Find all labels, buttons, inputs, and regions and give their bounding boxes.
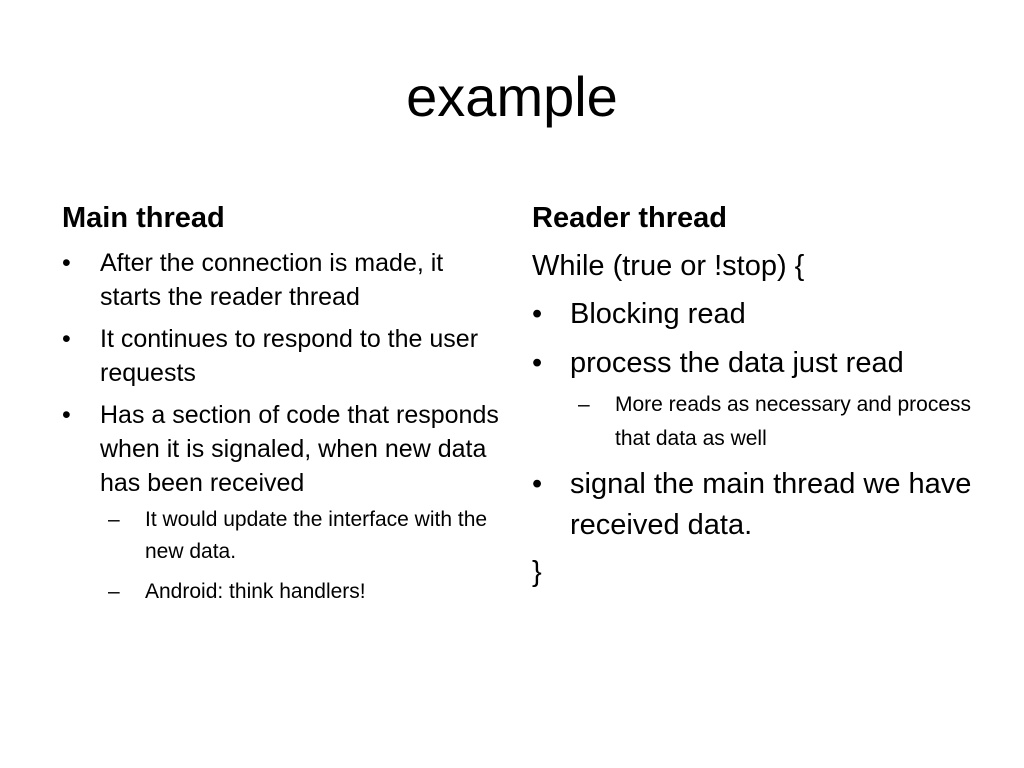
reader-thread-bullet-list: • Blocking read • process the data just … — [532, 294, 972, 546]
reader-thread-heading: Reader thread — [532, 202, 728, 234]
bullet-icon: • — [62, 401, 71, 429]
sub-list-item: – Android: think handlers! — [108, 576, 502, 608]
sub-bullet-list: – More reads as necessary and process th… — [570, 388, 972, 456]
bullet-icon: • — [62, 249, 71, 277]
dash-icon: – — [578, 393, 590, 416]
dash-icon: – — [108, 580, 120, 603]
list-item-text: It continues to respond to the user requ… — [100, 325, 479, 387]
list-item: • signal the main thread we have receive… — [532, 464, 972, 546]
bullet-icon: • — [532, 468, 543, 500]
dash-icon: – — [108, 508, 120, 531]
list-item: • Blocking read — [532, 294, 972, 335]
list-item: • process the data just read – More read… — [532, 343, 972, 456]
list-item-text: Blocking read — [570, 298, 746, 330]
list-item-text: After the connection is made, it starts … — [100, 249, 444, 311]
sub-list-item-text: It would update the interface with the n… — [145, 508, 488, 563]
sub-bullet-list: – It would update the interface with the… — [100, 504, 502, 608]
list-item-text: signal the main thread we have received … — [570, 468, 972, 541]
sub-list-item-text: Android: think handlers! — [145, 580, 366, 603]
list-item-text: Has a section of code that responds when… — [100, 401, 499, 497]
main-thread-bullet-list: • After the connection is made, it start… — [62, 246, 502, 608]
sub-list-item-text: More reads as necessary and process that… — [615, 393, 972, 450]
list-item-text: process the data just read — [570, 347, 904, 379]
main-thread-column: Main thread • After the connection is ma… — [62, 200, 502, 616]
bullet-icon: • — [532, 347, 543, 379]
main-thread-heading: Main thread — [62, 202, 225, 234]
list-item: • Has a section of code that responds wh… — [62, 398, 502, 608]
bullet-icon: • — [62, 325, 71, 353]
bullet-icon: • — [532, 298, 543, 330]
list-item: • After the connection is made, it start… — [62, 246, 502, 314]
sub-list-item: – It would update the interface with the… — [108, 504, 502, 568]
loop-closing-line: } — [532, 556, 542, 588]
list-item: • It continues to respond to the user re… — [62, 322, 502, 390]
loop-opening-line: While (true or !stop) { — [532, 250, 805, 282]
slide-title: example — [406, 65, 618, 128]
sub-list-item: – More reads as necessary and process th… — [578, 388, 972, 456]
reader-thread-column: Reader thread While (true or !stop) { • … — [532, 200, 972, 600]
